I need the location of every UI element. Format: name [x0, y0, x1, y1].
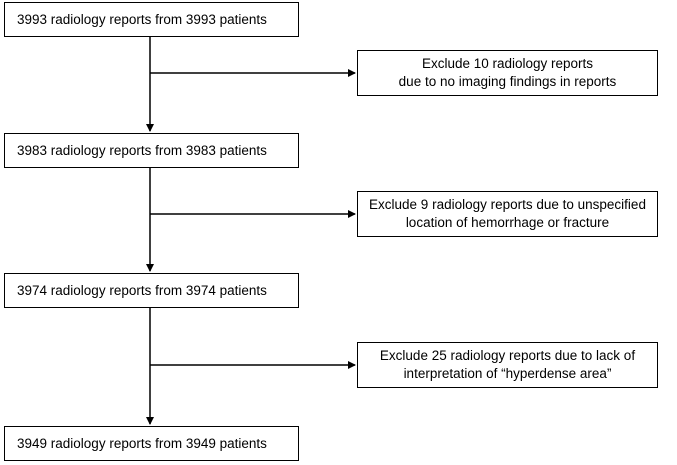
step-label-2: 3983 radiology reports from 3983 patient…	[17, 142, 267, 158]
exclusion-box-1: Exclude 10 radiology reports due to no i…	[357, 50, 658, 96]
step-box-3: 3974 radiology reports from 3974 patient…	[4, 273, 299, 308]
exclusion-3-line-2: interpretation of “hyperdense area”	[403, 366, 612, 381]
step-label-3: 3974 radiology reports from 3974 patient…	[17, 282, 267, 298]
exclusion-2-line-1: Exclude 9 radiology reports due to unspe…	[369, 197, 646, 212]
step-label-4: 3949 radiology reports from 3949 patient…	[17, 435, 267, 451]
exclusion-1-line-1: Exclude 10 radiology reports	[421, 56, 594, 71]
step-label-1: 3993 radiology reports from 3993 patient…	[17, 11, 267, 27]
exclusion-box-2: Exclude 9 radiology reports due to unspe…	[357, 191, 658, 237]
exclusion-1-line-2: due to no imaging findings in reports	[398, 74, 617, 89]
exclusion-box-3: Exclude 25 radiology reports due to lack…	[357, 342, 658, 388]
step-box-2: 3983 radiology reports from 3983 patient…	[4, 133, 299, 168]
exclusion-2-line-2: location of hemorrhage or fracture	[405, 215, 610, 230]
exclusion-3-line-1: Exclude 25 radiology reports due to lack…	[379, 348, 636, 363]
step-box-4: 3949 radiology reports from 3949 patient…	[4, 426, 299, 461]
step-box-1: 3993 radiology reports from 3993 patient…	[4, 2, 299, 37]
